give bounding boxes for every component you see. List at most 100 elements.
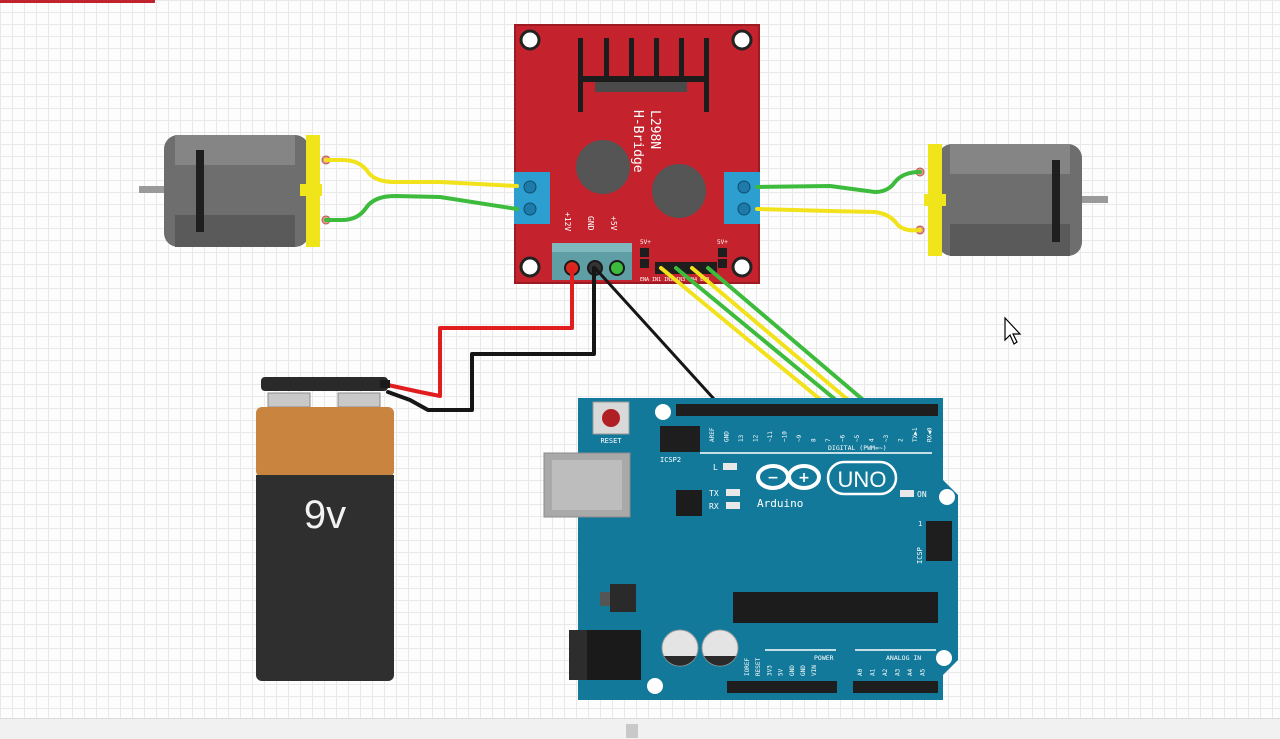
led-tx	[726, 489, 740, 496]
digital-pin-label-0: AREF	[709, 427, 716, 442]
digital-pin-label-11: 4	[869, 438, 876, 442]
battery-9v[interactable]: 9v	[256, 377, 394, 681]
hbridge-input-header[interactable]	[655, 262, 717, 274]
regulator-tab	[600, 592, 610, 606]
scrollbar-thumb[interactable]	[626, 724, 638, 738]
analog-header[interactable]	[853, 681, 938, 693]
left-motor-shaft	[139, 186, 167, 193]
hbridge-mount-hole-br	[731, 256, 753, 278]
arduino-mount-hole-4	[647, 678, 663, 694]
arduino-logo-text: Arduino	[757, 497, 803, 510]
power-jack-front	[569, 630, 587, 680]
digital-pin-label-8: 7	[825, 438, 832, 442]
logo-plus: +	[798, 470, 810, 486]
analog-pin-label-5: A5	[920, 668, 927, 676]
hbridge-jumper-enb[interactable]	[718, 248, 727, 268]
horizontal-scrollbar[interactable]	[0, 718, 1280, 739]
digital-header[interactable]	[676, 404, 938, 416]
hbridge-terminal-right[interactable]	[724, 172, 760, 224]
power-pin-label-1: RESET	[755, 658, 762, 676]
battery-terminal-left	[267, 392, 311, 408]
power-label: POWER	[814, 654, 834, 662]
wire-gnd-arduino[interactable]	[593, 266, 726, 412]
reset-button-cap	[602, 409, 620, 427]
heatsink	[578, 38, 709, 112]
wire-in3[interactable]	[690, 266, 862, 412]
analog-pin-label-1: A1	[870, 668, 877, 676]
digital-pin-label-6: ~9	[796, 434, 803, 442]
wire-right-motor-green[interactable]	[755, 170, 922, 194]
battery-clip	[261, 377, 388, 391]
right-motor-shaft	[1078, 196, 1108, 203]
left-motor-shade	[175, 215, 295, 247]
led-rx	[726, 502, 740, 509]
hbridge-label-5v-right: 5V+	[717, 239, 728, 246]
uno-label: UNO	[838, 467, 887, 492]
icsp-label: ICSP	[916, 547, 924, 564]
icsp2-header[interactable]	[660, 426, 700, 452]
battery-top	[256, 407, 394, 477]
wire-in1[interactable]	[659, 266, 835, 412]
hbridge-chip-name: L298N	[647, 110, 662, 149]
hbridge-jumper-ena[interactable]	[640, 248, 649, 268]
hbridge-capacitor-1	[576, 140, 630, 194]
l298n-hbridge-board[interactable]: L298N H-Bridge +12V GND +5V 5V+ 5V+	[514, 24, 760, 284]
led-rx-label: RX	[709, 502, 719, 511]
capacitor-1-mark	[664, 656, 696, 666]
digital-pin-label-12: ~3	[883, 434, 890, 442]
power-pin-labels: IOREF RESET 3V3 5V GND GND VIN	[744, 658, 818, 676]
icsp-header[interactable]	[926, 521, 952, 561]
analog-pin-label-0: A0	[857, 668, 864, 676]
digital-pin-label-15: RX◀0	[927, 427, 934, 442]
capacitor-2-mark	[704, 656, 736, 666]
arduino-infinity-logo	[756, 464, 821, 490]
hbridge-mount-hole-tr	[731, 29, 753, 51]
wire-battery-black[interactable]	[386, 266, 596, 412]
left-motor[interactable]	[139, 135, 331, 247]
battery-terminal-right	[337, 392, 381, 408]
wire-in2[interactable]	[674, 266, 850, 412]
arduino-mount-hole-1	[655, 404, 671, 420]
wires	[324, 158, 922, 412]
hbridge-power-terminal[interactable]	[552, 243, 632, 280]
digital-pin-label-13: 2	[898, 438, 905, 442]
right-motor[interactable]	[915, 144, 1108, 256]
battery-body-top-edge	[256, 475, 394, 483]
led-on-label: ON	[917, 490, 927, 499]
power-header[interactable]	[727, 681, 837, 693]
reset-label: RESET	[600, 437, 622, 445]
power-pin-label-5: GND	[800, 665, 807, 676]
power-pin-label-0: IOREF	[744, 658, 751, 676]
hbridge-pcb	[514, 24, 760, 284]
left-motor-highlight	[175, 135, 295, 165]
power-pin-label-3: 5V	[778, 668, 785, 676]
digital-pin-label-2: 13	[738, 434, 745, 442]
digital-pin-label-7: 8	[811, 438, 818, 442]
analog-label: ANALOG IN	[886, 654, 921, 662]
active-tab-indicator	[0, 0, 155, 3]
digital-pin-label-1: GND	[724, 431, 731, 442]
hbridge-capacitor-2	[652, 164, 706, 218]
usb-chip	[676, 490, 702, 516]
hbridge-label-5v-left: 5V+	[640, 239, 651, 246]
power-pin-label-4: GND	[789, 665, 796, 676]
digital-pin-label-4: ~11	[767, 431, 774, 442]
hbridge-mount-hole-tl	[519, 29, 541, 51]
wire-right-motor-yellow[interactable]	[755, 207, 922, 233]
wire-left-motor-yellow[interactable]	[324, 158, 519, 188]
analog-pin-label-3: A3	[895, 668, 902, 676]
arduino-pcb	[578, 398, 958, 700]
power-pin-label-6: VIN	[811, 665, 818, 676]
arduino-mount-hole-3	[936, 650, 952, 666]
power-pin-label-2: 3V3	[766, 665, 773, 676]
digital-pin-label-3: 12	[753, 434, 760, 442]
digital-pin-label-5: ~10	[782, 431, 789, 442]
hbridge-terminal-left[interactable]	[514, 172, 550, 224]
wire-in4[interactable]	[706, 266, 877, 412]
wire-left-motor-green[interactable]	[324, 194, 519, 222]
wire-battery-red[interactable]	[386, 266, 574, 398]
icsp-pin1: 1	[918, 520, 922, 528]
